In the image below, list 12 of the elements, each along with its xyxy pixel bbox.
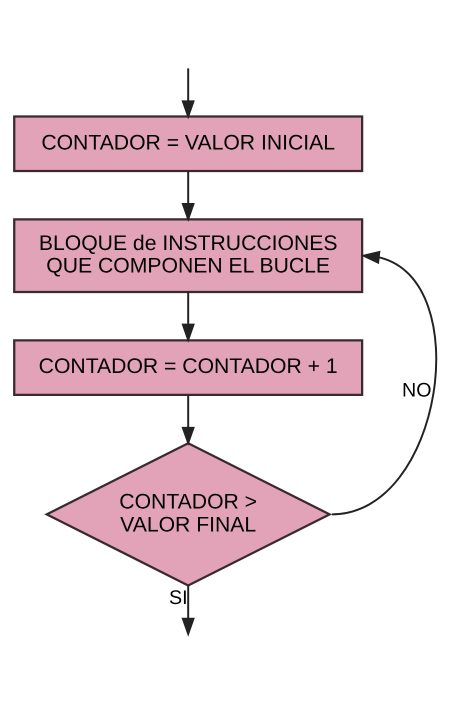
arrow: [182, 170, 195, 222]
node-box: BLOQUE de INSTRUCCIONES QUE COMPONEN EL BUCLE: [13, 218, 364, 293]
node-diamond: CONTADOR > VALOR FINAL: [44, 442, 332, 586]
node-box: CONTADOR = VALOR INICIAL: [13, 114, 364, 172]
arrow: [182, 585, 195, 636]
arrow: [182, 68, 195, 119]
edge-label: SI: [169, 586, 188, 609]
edge-label: NO: [402, 379, 432, 402]
node-box: CONTADOR = CONTADOR + 1: [13, 338, 364, 396]
arrow: [182, 395, 195, 446]
arrow: [332, 250, 438, 515]
arrow: [182, 292, 195, 342]
